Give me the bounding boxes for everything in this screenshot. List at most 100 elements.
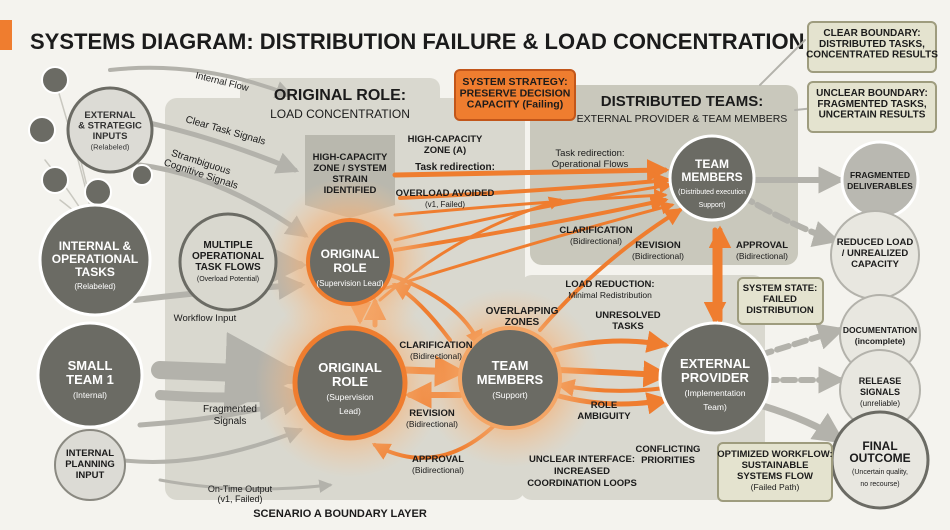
label-overlapping-zones-line: ZONES: [505, 317, 540, 328]
label-unclear-interface-line: INCREASED: [554, 466, 610, 477]
release-signals-text-line: (unreliable): [860, 399, 900, 408]
small-team-text-line: SMALL: [68, 358, 113, 373]
arrow-to-reduced: [737, 192, 841, 248]
label-revision-center: REVISION(Bidirectional): [406, 408, 458, 429]
input-circle-3: [41, 166, 69, 194]
callout-unclear-boundary: [807, 81, 937, 133]
node-internal-planning: [54, 429, 126, 501]
small-team-text-line: TEAM 1: [66, 372, 114, 387]
label-on-time-output-line: (v1, Failed): [217, 494, 262, 504]
arrow-internal-flow: [108, 65, 294, 99]
callout-clear-boundary: [807, 21, 937, 73]
label-approval-right-line: (Bidirectional): [736, 251, 788, 261]
team-members-top-text-line: MEMBERS: [681, 170, 742, 184]
callout-system-strategy-text: SYSTEM STRATEGY:PRESERVE DECISIONCAPACIT…: [460, 76, 571, 111]
input-circle-5: [131, 164, 153, 186]
callout-unclear-boundary-text-line: UNCERTAIN RESULTS: [819, 110, 926, 121]
node-internal-tasks: [38, 203, 152, 317]
callout-system-strategy: [454, 69, 576, 121]
label-clarification-center-line: CLARIFICATION: [399, 340, 472, 351]
label-conflicting-priorities-line: CONFLICTING: [636, 444, 701, 455]
distributed-teams-subtitle: EXTERNAL PROVIDER & TEAM MEMBERS: [577, 113, 788, 125]
reduced-load-text-line: / UNREALIZED: [842, 248, 909, 259]
documentation-text-line: (incomplete): [855, 336, 906, 346]
callout-clear-boundary-text: CLEAR BOUNDARY:DISTRIBUTED TASKS,CONCENT…: [806, 28, 938, 61]
label-approval-right: APPROVAL(Bidirectional): [736, 240, 788, 261]
callout-unclear-boundary-text-line: FRAGMENTED TASKS,: [817, 99, 926, 110]
team-members-top-text-line: Support): [699, 202, 726, 209]
node-team-members-top: [668, 134, 756, 222]
label-on-time-output-line: On-Time Output: [208, 484, 273, 494]
small-team-text-line: (Internal): [73, 390, 107, 400]
callout-system-strategy-text-line: SYSTEM STRATEGY:: [462, 76, 567, 88]
external-provider-text-line: (Implementation: [685, 388, 746, 398]
release-signals-text-line: SIGNALS: [860, 387, 900, 397]
high-capacity-zone-text-line: IDENTIFIED: [324, 185, 377, 196]
label-role-ambiguity-line: AMBIGUITY: [577, 411, 631, 422]
callout-system-strategy-text-line: PRESERVE DECISION: [460, 87, 571, 99]
callout-clear-boundary-text-line: CONCENTRATED RESULTS: [806, 50, 938, 61]
node-external-provider: [658, 321, 772, 435]
original-role-subtitle: LOAD CONCENTRATION: [270, 107, 410, 121]
callout-system-state-text-line: DISTRIBUTION: [746, 305, 814, 316]
external-provider-text-line: Team): [703, 402, 727, 412]
callout-optimized-workflow-text-line: OPTIMIZED WORKFLOW:: [717, 449, 832, 460]
team-members-center-text-line: TEAM: [492, 358, 529, 373]
label-overload-avoided: OVERLOAD AVOIDED(v1, Failed): [396, 188, 495, 209]
node-fragmented-deliverables: [840, 140, 920, 220]
node-multiple-flows: [178, 212, 278, 312]
multiple-flows-text-line: MULTIPLE: [203, 240, 253, 251]
flow-redirect-2: [398, 172, 672, 200]
callout-system-state: [737, 277, 824, 325]
label-revision-center-line: REVISION: [409, 408, 455, 419]
callout-optimized-workflow-text-line: SYSTEMS FLOW: [737, 471, 813, 482]
label-unresolved-tasks-line: TASKS: [612, 321, 644, 332]
team-members-center-text-line: MEMBERS: [477, 372, 544, 387]
reduced-load-text-line: CAPACITY: [851, 259, 900, 270]
release-signals-text-line: RELEASE: [859, 376, 902, 386]
node-original-role-top: [306, 218, 394, 306]
label-overload-avoided-line: (v1, Failed): [425, 200, 465, 209]
original-role-bottom-text-line: ORIGINAL: [318, 360, 382, 375]
internal-planning-text-line: INTERNAL: [66, 448, 114, 459]
label-unclear-interface-line: COORDINATION LOOPS: [527, 478, 637, 489]
internal-tasks-text-line: OPERATIONAL: [52, 252, 138, 266]
label-conflicting-priorities-line: PRIORITIES: [641, 455, 695, 466]
multiple-flows-text-line: OPERATIONAL: [192, 251, 264, 262]
node-small-team: [36, 321, 144, 429]
final-outcome-text-line: no recourse): [860, 481, 899, 488]
arrow-callout-clear: [759, 39, 806, 86]
final-outcome-text-line: FINAL: [862, 439, 897, 453]
callout-clear-boundary-text-line: CLEAR BOUNDARY:: [823, 28, 920, 39]
label-overload-avoided-line: OVERLOAD AVOIDED: [396, 188, 495, 199]
original-role-title: ORIGINAL ROLE:: [274, 87, 406, 104]
callout-system-state-text-line: SYSTEM STATE:: [743, 283, 818, 294]
external-inputs-text-line: INPUTS: [93, 131, 128, 142]
external-inputs-text-line: (Relabeled): [91, 143, 130, 152]
callout-system-state-text-line: FAILED: [763, 294, 797, 305]
label-revision-top-line: (Bidirectional): [632, 251, 684, 261]
label-clarification-center-line: (Bidirectional): [410, 351, 462, 361]
input-circle-4: [84, 178, 112, 206]
team-members-top-text-line: (Distributed execution: [678, 189, 746, 196]
high-capacity-zone-text-line: STRAIN: [332, 174, 368, 185]
reduced-load-text-line: REDUCED LOAD: [837, 237, 914, 248]
label-high-capacity-zone-a-line: HIGH-CAPACITY: [408, 134, 483, 145]
internal-tasks-text-line: (Relabeled): [74, 282, 116, 291]
label-clarification-top-line: CLARIFICATION: [559, 225, 632, 236]
